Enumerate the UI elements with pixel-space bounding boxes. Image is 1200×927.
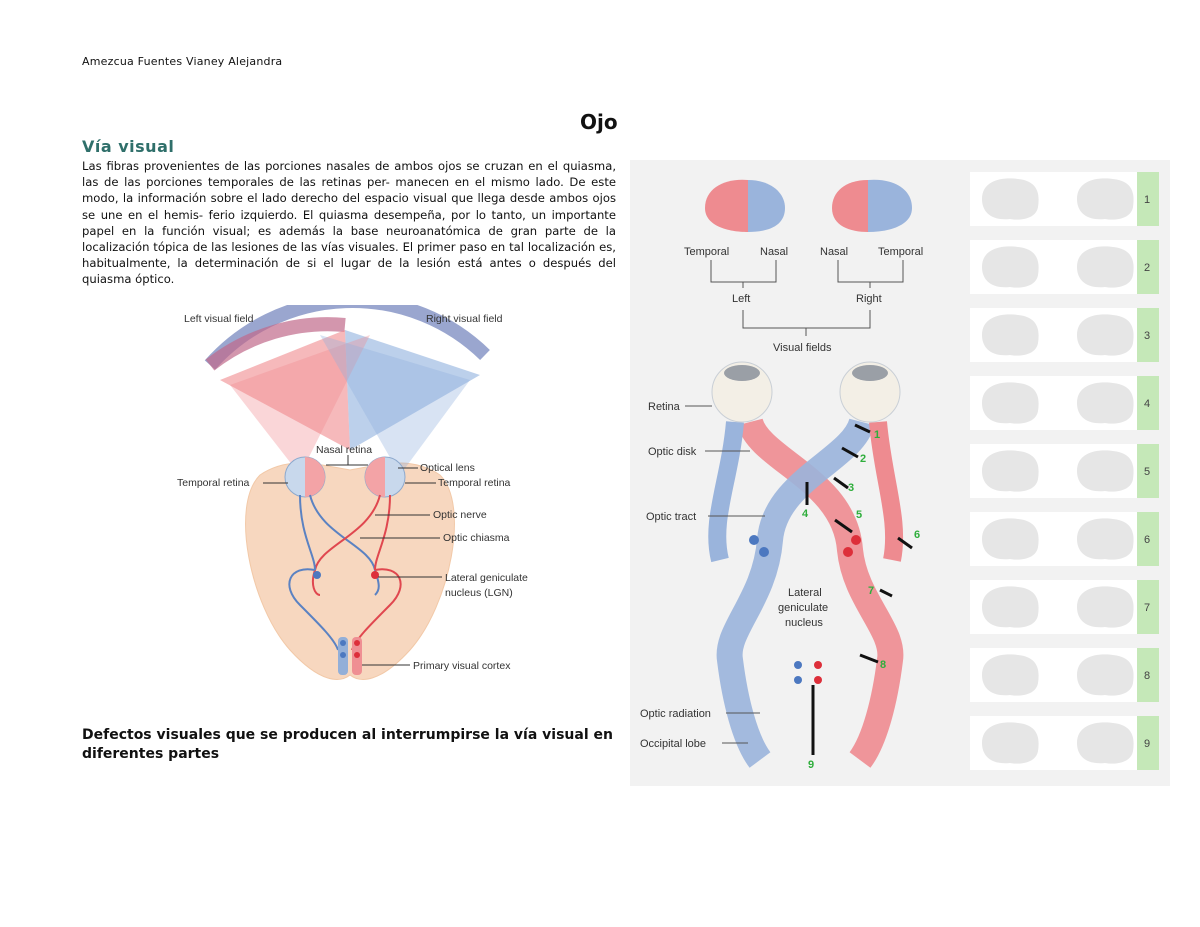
optic-radiation-label: Optic radiation [640,708,711,720]
visual-field-shape [1077,246,1134,288]
row-tab-6 [1137,512,1159,566]
visual-field-shape [1077,654,1134,696]
visual-field-shape [982,654,1039,696]
visual-field-shape [1077,382,1134,424]
page-title: Ojo [580,110,618,134]
lesion-label-7: 7 [868,585,874,597]
lesion-label-2: 2 [860,453,866,465]
row-tab-3 [1137,308,1159,362]
visual-field-shape [982,178,1039,220]
optic-tract-label: Optic tract [646,511,696,523]
row-tab-9 [1137,716,1159,770]
lesion-label-4: 4 [802,508,809,520]
visual-cortex-label: Primary visual cortex [413,660,511,672]
body-paragraph: Las fibras provenientes de las porciones… [82,159,616,287]
lateral-label: Lateral [788,587,822,599]
row-tab-5 [1137,444,1159,498]
row-tab-1 [1137,172,1159,226]
visual-field-shape [982,450,1039,492]
nasal-right-label: Nasal [820,246,848,258]
section-title: Vía visual [82,137,175,156]
row-number-9: 9 [1144,738,1150,750]
visual-field-shape [1077,722,1134,764]
optical-lens-label: Optical lens [420,462,475,474]
visual-field-shape [1077,518,1134,560]
visual-field-shape [1077,178,1134,220]
nucleus-label: nucleus [785,617,823,629]
visual-pathway-figure: Left visual field Right visual field Nas… [170,293,550,690]
lgn-label-line2: nucleus (LGN) [445,587,513,599]
lesion-label-1: 1 [874,429,880,441]
visual-field-shape [982,314,1039,356]
row-number-7: 7 [1144,602,1150,614]
row-number-1: 1 [1144,194,1150,206]
lesion-diagram-figure: 1 2 3 4 5 6 7 8 9 Temporal Nasal Nasal T… [630,160,1170,786]
visual-field-shape [982,586,1039,628]
lesion-label-3: 3 [848,482,854,494]
author-name: Amezcua Fuentes Vianey Alejandra [82,55,283,68]
geniculate-label: geniculate [778,602,828,614]
temporal-left-label: Temporal [684,246,729,258]
figure-caption: Defectos visuales que se producen al int… [82,727,613,762]
visual-field-shape [982,722,1039,764]
row-number-5: 5 [1144,466,1150,478]
optic-chiasma-label: Optic chiasma [443,532,510,544]
left-visual-field-label: Left visual field [184,313,254,325]
row-tab-4 [1137,376,1159,430]
row-number-6: 6 [1144,534,1150,546]
row-number-3: 3 [1144,330,1150,342]
visual-field-shape [1077,314,1134,356]
left-label: Left [732,293,750,305]
lesion-label-9: 9 [808,759,814,771]
lesion-label-8: 8 [880,659,886,671]
temporal-right-label: Temporal [878,246,923,258]
visual-field-shape [1077,450,1134,492]
right-label: Right [856,293,882,305]
temporal-retina-left-label: Temporal retina [177,477,250,489]
visual-fields-label: Visual fields [773,342,832,354]
row-tab-2 [1137,240,1159,294]
row-number-2: 2 [1144,262,1150,274]
lesion-label-5: 5 [856,509,862,521]
visual-field-shape [982,246,1039,288]
right-visual-field-label: Right visual field [426,313,503,325]
occipital-lobe-label: Occipital lobe [640,738,706,750]
visual-field-shape [982,382,1039,424]
retina-label: Retina [648,401,681,413]
row-tab-8 [1137,648,1159,702]
optic-disk-label: Optic disk [648,446,697,458]
nasal-left-label: Nasal [760,246,788,258]
lgn-label-line1: Lateral geniculate [445,572,528,584]
optic-nerve-label: Optic nerve [433,509,487,521]
temporal-retina-right-label: Temporal retina [438,477,511,489]
row-tab-7 [1137,580,1159,634]
lesion-label-6: 6 [914,529,920,541]
row-number-4: 4 [1144,398,1150,410]
nasal-retina-label: Nasal retina [316,444,372,456]
row-number-8: 8 [1144,670,1150,682]
visual-field-shape [1077,586,1134,628]
visual-field-shape [982,518,1039,560]
